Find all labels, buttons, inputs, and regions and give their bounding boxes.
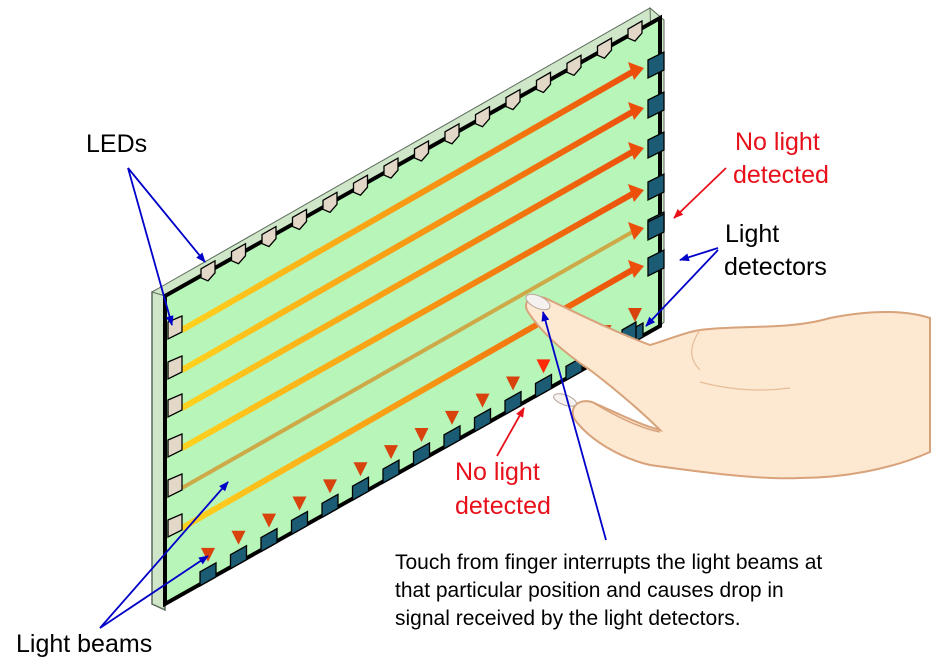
horizontal-light-beams xyxy=(180,62,644,531)
light-beams-pointer xyxy=(99,555,209,629)
detector-icon xyxy=(647,172,665,202)
leds-label: LEDs xyxy=(86,130,148,158)
detector-icon xyxy=(290,510,309,536)
led-icon xyxy=(322,191,338,214)
pointer-lines xyxy=(99,167,727,629)
right-detector-column xyxy=(621,50,665,348)
light-beams-pointer xyxy=(99,481,229,629)
detector-icon xyxy=(229,544,248,570)
led-icon xyxy=(167,433,183,459)
bottom-detector-row xyxy=(199,321,644,587)
beam-arrowhead xyxy=(262,513,276,528)
fingernail-icon xyxy=(525,293,551,311)
detector-icon xyxy=(473,407,492,433)
beam-arrowhead xyxy=(628,260,644,278)
beam-arrowhead xyxy=(628,62,644,80)
led-icon xyxy=(627,19,643,42)
beam-arrowhead xyxy=(384,445,398,460)
no-light-top-label-line2: detected xyxy=(733,161,829,189)
leds-pointer xyxy=(127,167,174,326)
led-icon xyxy=(444,122,460,145)
led-icon xyxy=(167,513,183,539)
beam-arrowhead xyxy=(506,376,520,391)
beam-arrowhead xyxy=(201,547,215,562)
detector-icon xyxy=(504,390,522,416)
detector-icon xyxy=(647,90,665,120)
led-icon xyxy=(167,473,183,499)
no-light-bottom-label-line2: detected xyxy=(455,492,551,520)
detector-icon xyxy=(647,50,665,80)
no-light-bottom-pointer xyxy=(496,407,525,457)
detector-icon xyxy=(382,458,400,485)
led-icon xyxy=(596,37,613,59)
detector-icon xyxy=(443,424,461,450)
led-icon xyxy=(566,54,582,77)
detector-icon xyxy=(412,441,431,468)
led-icon xyxy=(474,105,491,128)
led-icon xyxy=(167,355,183,381)
finger-hand-icon xyxy=(525,293,931,480)
leds-pointer xyxy=(127,167,206,263)
horizontal-beam xyxy=(181,229,635,490)
top-led-row xyxy=(200,19,643,282)
led-icon xyxy=(167,393,183,419)
detector-icon xyxy=(647,130,665,160)
detector-icon xyxy=(321,493,339,519)
led-icon xyxy=(291,208,308,231)
detector-icon xyxy=(351,476,370,502)
beam-arrowhead xyxy=(353,462,368,477)
caption-pointer xyxy=(541,311,607,541)
led-icon xyxy=(261,225,277,248)
beam-arrowhead xyxy=(414,427,429,442)
led-icon xyxy=(413,139,430,162)
beam-arrowhead xyxy=(628,184,644,202)
beam-arrowhead xyxy=(292,496,307,511)
beam-arrowhead xyxy=(536,359,551,374)
horizontal-beam xyxy=(180,68,636,333)
caption-line3: signal received by the light detectors. xyxy=(395,607,741,630)
detector-icon xyxy=(534,373,553,399)
left-led-column xyxy=(167,315,183,539)
detectors-pointer xyxy=(679,247,719,262)
caption-line2: that particular position and causes drop… xyxy=(395,579,784,602)
beam-arrowhead xyxy=(445,410,459,425)
light-detectors-label-line2: detectors xyxy=(724,253,827,281)
detector-icon xyxy=(647,248,665,278)
led-icon xyxy=(505,88,521,111)
beam-arrowhead xyxy=(628,102,644,120)
no-light-top-label-line1: No light xyxy=(735,128,820,156)
beam-arrowhead xyxy=(323,479,337,494)
led-icon xyxy=(535,71,552,94)
light-detectors-label-line1: Light xyxy=(725,220,780,248)
no-light-bottom-label-line1: No light xyxy=(455,458,540,486)
detectors-pointer xyxy=(645,249,719,327)
beam-arrowhead xyxy=(628,222,644,240)
detector-icon xyxy=(260,527,278,553)
detector-icon xyxy=(199,561,217,587)
horizontal-beam xyxy=(180,108,636,373)
caption-line1: Touch from finger interrupts the light b… xyxy=(395,551,823,574)
beam-arrowhead xyxy=(231,530,246,545)
led-icon xyxy=(200,259,216,282)
led-icon xyxy=(230,242,247,265)
beam-arrowhead xyxy=(628,308,642,323)
horizontal-beam xyxy=(180,190,636,451)
led-icon xyxy=(383,156,399,179)
light-beams-label: Light beams xyxy=(16,630,153,658)
beam-arrowhead xyxy=(475,393,490,408)
horizontal-beam xyxy=(180,148,636,411)
led-icon xyxy=(352,174,369,196)
detector-icon xyxy=(647,212,665,242)
no-light-top-pointer xyxy=(673,167,727,219)
beam-arrowhead xyxy=(628,142,644,160)
